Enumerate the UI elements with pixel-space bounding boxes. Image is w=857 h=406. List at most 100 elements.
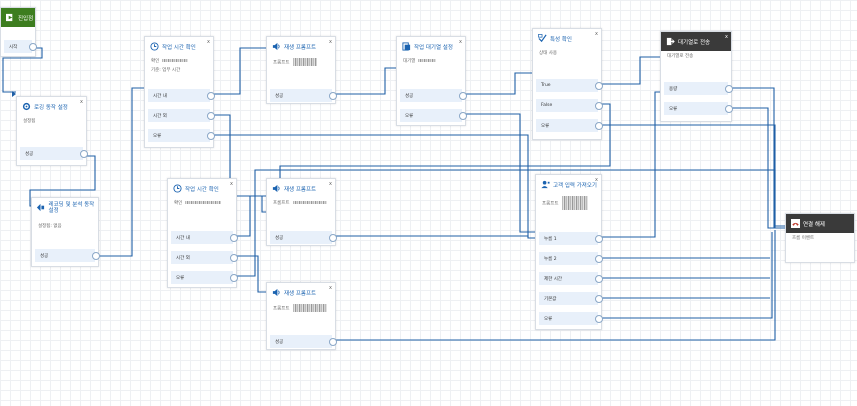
exit-timeout[interactable]: 제한 시간 bbox=[539, 272, 603, 285]
close-icon[interactable]: x bbox=[329, 285, 332, 291]
prompt3-title: 재생 프롬프트 bbox=[284, 290, 317, 297]
hours2-title: 작업 시간 확인 bbox=[185, 186, 219, 193]
exit-pressed-2[interactable]: 누름 2 bbox=[539, 252, 603, 265]
input-body: 프롬프트 bbox=[536, 194, 601, 214]
clock-icon bbox=[149, 42, 159, 52]
clock-icon bbox=[172, 184, 182, 194]
hours1-body-label: 확인 bbox=[151, 59, 160, 64]
check-title: 특성 확인 bbox=[550, 36, 572, 43]
check-attribute-block[interactable]: 특성 확인 x 상태 사용 True False 오류 bbox=[532, 28, 603, 140]
prompt3-body: 프롬프트 bbox=[267, 302, 335, 318]
exit-error[interactable]: 오류 bbox=[539, 312, 603, 325]
entry-block[interactable]: 진입점 시작 bbox=[0, 7, 37, 57]
exit-error[interactable]: 오류 bbox=[171, 271, 238, 284]
recording-block[interactable]: 레코딩 및 분석 동작 설정 설정됨: 없음 성공 bbox=[31, 197, 100, 267]
transfer-icon bbox=[665, 37, 675, 47]
disconnect-title: 연결 해제 bbox=[803, 221, 825, 228]
prompt1-title: 재생 프롬프트 bbox=[284, 44, 317, 51]
exit-start[interactable]: 시작 bbox=[4, 40, 37, 53]
close-icon[interactable]: x bbox=[595, 31, 598, 37]
prompt1-body-label: 프롬프트 bbox=[273, 60, 290, 66]
logging-block[interactable]: 로깅 동작 설정 x 설정됨 성공 bbox=[12, 91, 88, 166]
speaker-icon bbox=[271, 42, 281, 52]
prompt1-body: 프롬프트 bbox=[267, 56, 335, 72]
entry-arrow-icon bbox=[5, 13, 15, 23]
close-icon[interactable]: x bbox=[207, 39, 210, 45]
transfer-title: 대기열로 전송 bbox=[678, 39, 711, 46]
prompt3-body-label: 프롬프트 bbox=[273, 306, 290, 312]
exit-success[interactable]: 성공 bbox=[35, 249, 100, 262]
exit-in-hours[interactable]: 시간 내 bbox=[148, 89, 215, 102]
queue-title: 작업 대기열 설정 bbox=[414, 44, 453, 51]
disconnect-block[interactable]: 연결 해제 흐름 이벤트 bbox=[785, 213, 855, 263]
queue-body: 대기열 bbox=[397, 56, 465, 72]
close-icon[interactable]: x bbox=[230, 181, 233, 187]
transfer-to-queue-block[interactable]: 대기열로 전송 x 대기열로 전송 용량 오류 bbox=[660, 31, 733, 122]
redacted-text bbox=[561, 196, 588, 210]
close-icon[interactable]: x bbox=[329, 181, 332, 187]
recording-icon bbox=[36, 203, 46, 213]
prompt1-header: 재생 프롬프트 x bbox=[267, 37, 335, 56]
redacted-text bbox=[418, 59, 437, 62]
hours2-header: 작업 시간 확인 x bbox=[168, 179, 236, 198]
recording-header: 레코딩 및 분석 동작 설정 bbox=[32, 198, 98, 217]
entry-title: 진입점 bbox=[18, 15, 34, 22]
customer-input-icon bbox=[540, 180, 550, 190]
check-hours-block-2[interactable]: 작업 시간 확인 x 확인 시간 내 시간 외 오류 bbox=[167, 178, 238, 288]
exit-success[interactable]: 성공 bbox=[20, 147, 88, 160]
input-body-label: 프롬프트 bbox=[542, 201, 559, 207]
redacted-text bbox=[185, 201, 222, 204]
gear-icon bbox=[21, 102, 31, 112]
prompt2-body: 프롬프트 bbox=[267, 198, 335, 214]
exit-in-hours[interactable]: 시간 내 bbox=[171, 231, 238, 244]
speaker-icon bbox=[271, 288, 281, 298]
queue-body-label: 대기열 bbox=[403, 59, 416, 64]
input-header: 고객 입력 가져오기 x bbox=[536, 175, 601, 194]
disconnect-body: 흐름 이벤트 bbox=[792, 236, 815, 241]
close-icon[interactable]: x bbox=[459, 39, 462, 45]
exit-true[interactable]: True bbox=[536, 79, 603, 92]
exit-success[interactable]: 성공 bbox=[270, 335, 337, 348]
get-customer-input-block[interactable]: 고객 입력 가져오기 x 프롬프트 누름 1 누름 2 제한 시간 기본값 오류 bbox=[535, 174, 603, 330]
hours1-body: 확인 기준: 업무 시간 bbox=[145, 56, 213, 77]
transfer-body: 대기열로 전송 bbox=[667, 54, 694, 59]
exit-pressed-1[interactable]: 누름 1 bbox=[539, 232, 603, 245]
speaker-icon bbox=[271, 184, 281, 194]
close-icon[interactable]: x bbox=[595, 177, 598, 183]
exit-out-of-hours[interactable]: 시간 외 bbox=[148, 109, 215, 122]
hours2-body-label: 확인 bbox=[174, 201, 183, 206]
hours1-header: 작업 시간 확인 x bbox=[145, 37, 213, 56]
exit-error[interactable]: 오류 bbox=[400, 109, 467, 122]
check-hours-block-1[interactable]: 작업 시간 확인 x 확인 기준: 업무 시간 시간 내 시간 외 오류 bbox=[144, 36, 215, 148]
exit-error[interactable]: 오류 bbox=[664, 102, 733, 115]
exit-default[interactable]: 기본값 bbox=[539, 292, 603, 305]
exit-error[interactable]: 오류 bbox=[536, 119, 603, 132]
prompt3-header: 재생 프롬프트 x bbox=[267, 283, 335, 302]
exit-false[interactable]: False bbox=[536, 99, 603, 112]
play-prompt-block-3[interactable]: 재생 프롬프트 x 프롬프트 성공 bbox=[266, 282, 337, 350]
exit-at-capacity[interactable]: 용량 bbox=[664, 82, 733, 95]
play-prompt-block-2[interactable]: 재생 프롬프트 x 프롬프트 성공 bbox=[266, 178, 337, 246]
redacted-text bbox=[162, 59, 189, 62]
set-queue-block[interactable]: 작업 대기열 설정 x 대기열 성공 오류 bbox=[396, 36, 467, 126]
exit-out-of-hours[interactable]: 시간 외 bbox=[171, 251, 238, 264]
exit-success[interactable]: 성공 bbox=[270, 89, 337, 102]
close-icon[interactable]: x bbox=[329, 39, 332, 45]
entry-block-header: 진입점 bbox=[1, 8, 35, 27]
close-icon[interactable]: x bbox=[725, 34, 728, 40]
logging-input-arrow bbox=[12, 91, 16, 97]
recording-title: 레코딩 및 분석 동작 설정 bbox=[48, 201, 95, 214]
exit-error[interactable]: 오류 bbox=[148, 129, 215, 142]
queue-header: 작업 대기열 설정 x bbox=[397, 37, 465, 56]
check-header: 특성 확인 x bbox=[533, 29, 601, 48]
exit-success[interactable]: 성공 bbox=[400, 89, 467, 102]
hang-up-icon bbox=[790, 219, 800, 229]
redacted-text bbox=[292, 304, 327, 312]
transfer-header: 대기열로 전송 x bbox=[661, 32, 731, 51]
recording-body: 설정됨: 없음 bbox=[38, 224, 62, 229]
close-icon[interactable]: x bbox=[80, 99, 83, 105]
play-prompt-block-1[interactable]: 재생 프롬프트 x 프롬프트 성공 bbox=[266, 36, 337, 104]
exit-success[interactable]: 성공 bbox=[270, 231, 337, 244]
check-attribute-icon bbox=[537, 34, 547, 44]
